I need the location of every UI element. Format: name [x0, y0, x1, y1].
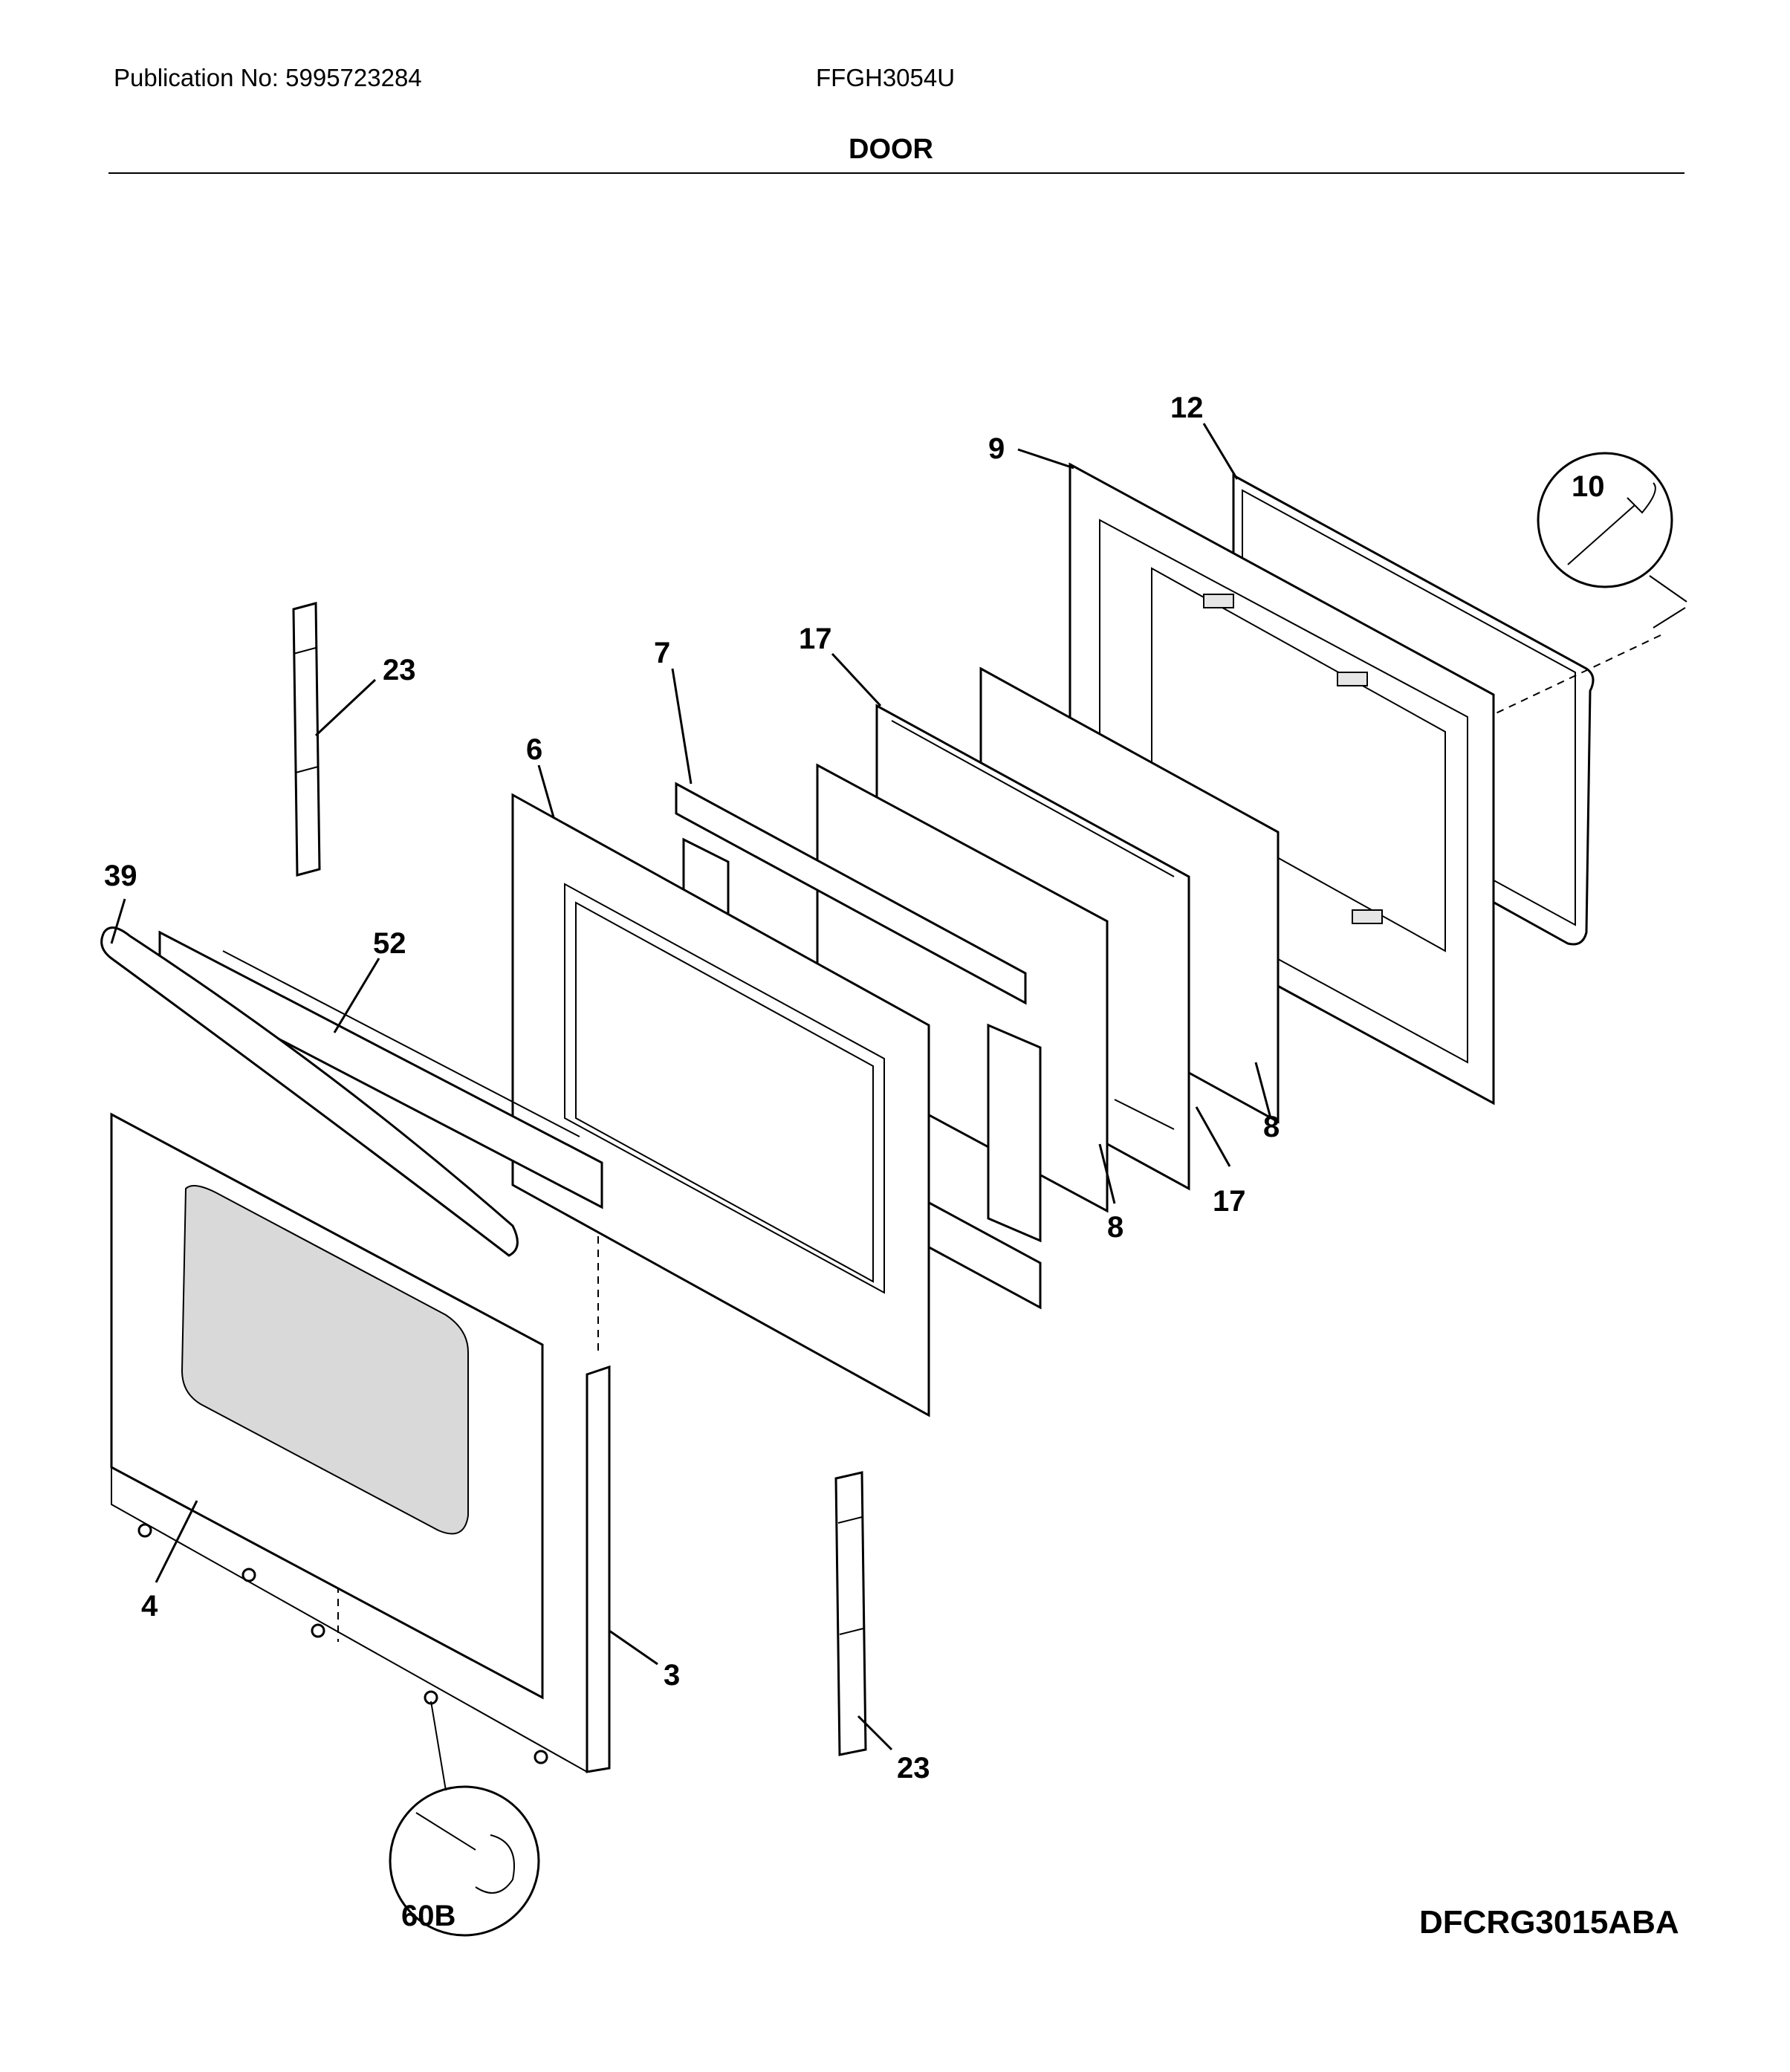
- publication-number: Publication No: 5995723284: [114, 64, 422, 91]
- callout-label: 9: [988, 432, 1005, 465]
- callout-label: 17: [799, 623, 832, 655]
- hinge-lower-part: [834, 1471, 867, 1756]
- callout-12: 12: [1170, 392, 1239, 480]
- outer-door-panel-part: [110, 1112, 611, 1773]
- callout-17-lower: 17: [1195, 1106, 1246, 1218]
- callout-60b: 60B: [401, 1900, 455, 1932]
- callout-label: 3: [664, 1659, 680, 1692]
- callout-label: 60B: [401, 1900, 455, 1932]
- bolt-detail-part: [1537, 452, 1687, 629]
- door-inner-panel-part: [511, 793, 930, 1417]
- callout-39: 39: [104, 860, 137, 944]
- model-number: FFGH3054U: [816, 64, 956, 91]
- callout-label: 39: [104, 860, 137, 892]
- callout-label: 6: [526, 733, 542, 766]
- diagram-code: DFCRG3015ABA: [1419, 1904, 1679, 1941]
- callout-23-lower: 23: [857, 1715, 930, 1784]
- callout-label: 52: [373, 927, 406, 960]
- hinge-upper-part: [292, 602, 321, 877]
- callout-label: 12: [1170, 392, 1204, 424]
- callout-8-rear: 8: [1254, 1062, 1280, 1143]
- callout-label: 7: [654, 637, 670, 669]
- callout-label: 23: [897, 1752, 930, 1784]
- callout-label: 8: [1263, 1111, 1280, 1143]
- door-handle-part: [100, 926, 519, 1257]
- callout-label: 8: [1107, 1211, 1123, 1244]
- callout-17-upper: 17: [799, 623, 882, 707]
- callout-4: 4: [141, 1500, 198, 1623]
- callout-label: 17: [1213, 1185, 1246, 1218]
- callout-label: 23: [383, 654, 416, 686]
- callout-52: 52: [333, 927, 406, 1033]
- header-rule: [108, 172, 1684, 174]
- callout-8-front: 8: [1098, 1143, 1123, 1244]
- callout-label: 10: [1572, 470, 1605, 503]
- callout-7: 7: [654, 637, 693, 785]
- section-title: DOOR: [849, 134, 933, 165]
- callout-6: 6: [526, 733, 555, 818]
- callout-3: 3: [609, 1629, 680, 1692]
- callout-9: 9: [988, 432, 1074, 470]
- callout-label: 4: [141, 1590, 158, 1623]
- callout-10: 10: [1572, 470, 1605, 503]
- callout-23-upper: 23: [314, 654, 416, 737]
- screw-detail-part: [389, 1701, 540, 1937]
